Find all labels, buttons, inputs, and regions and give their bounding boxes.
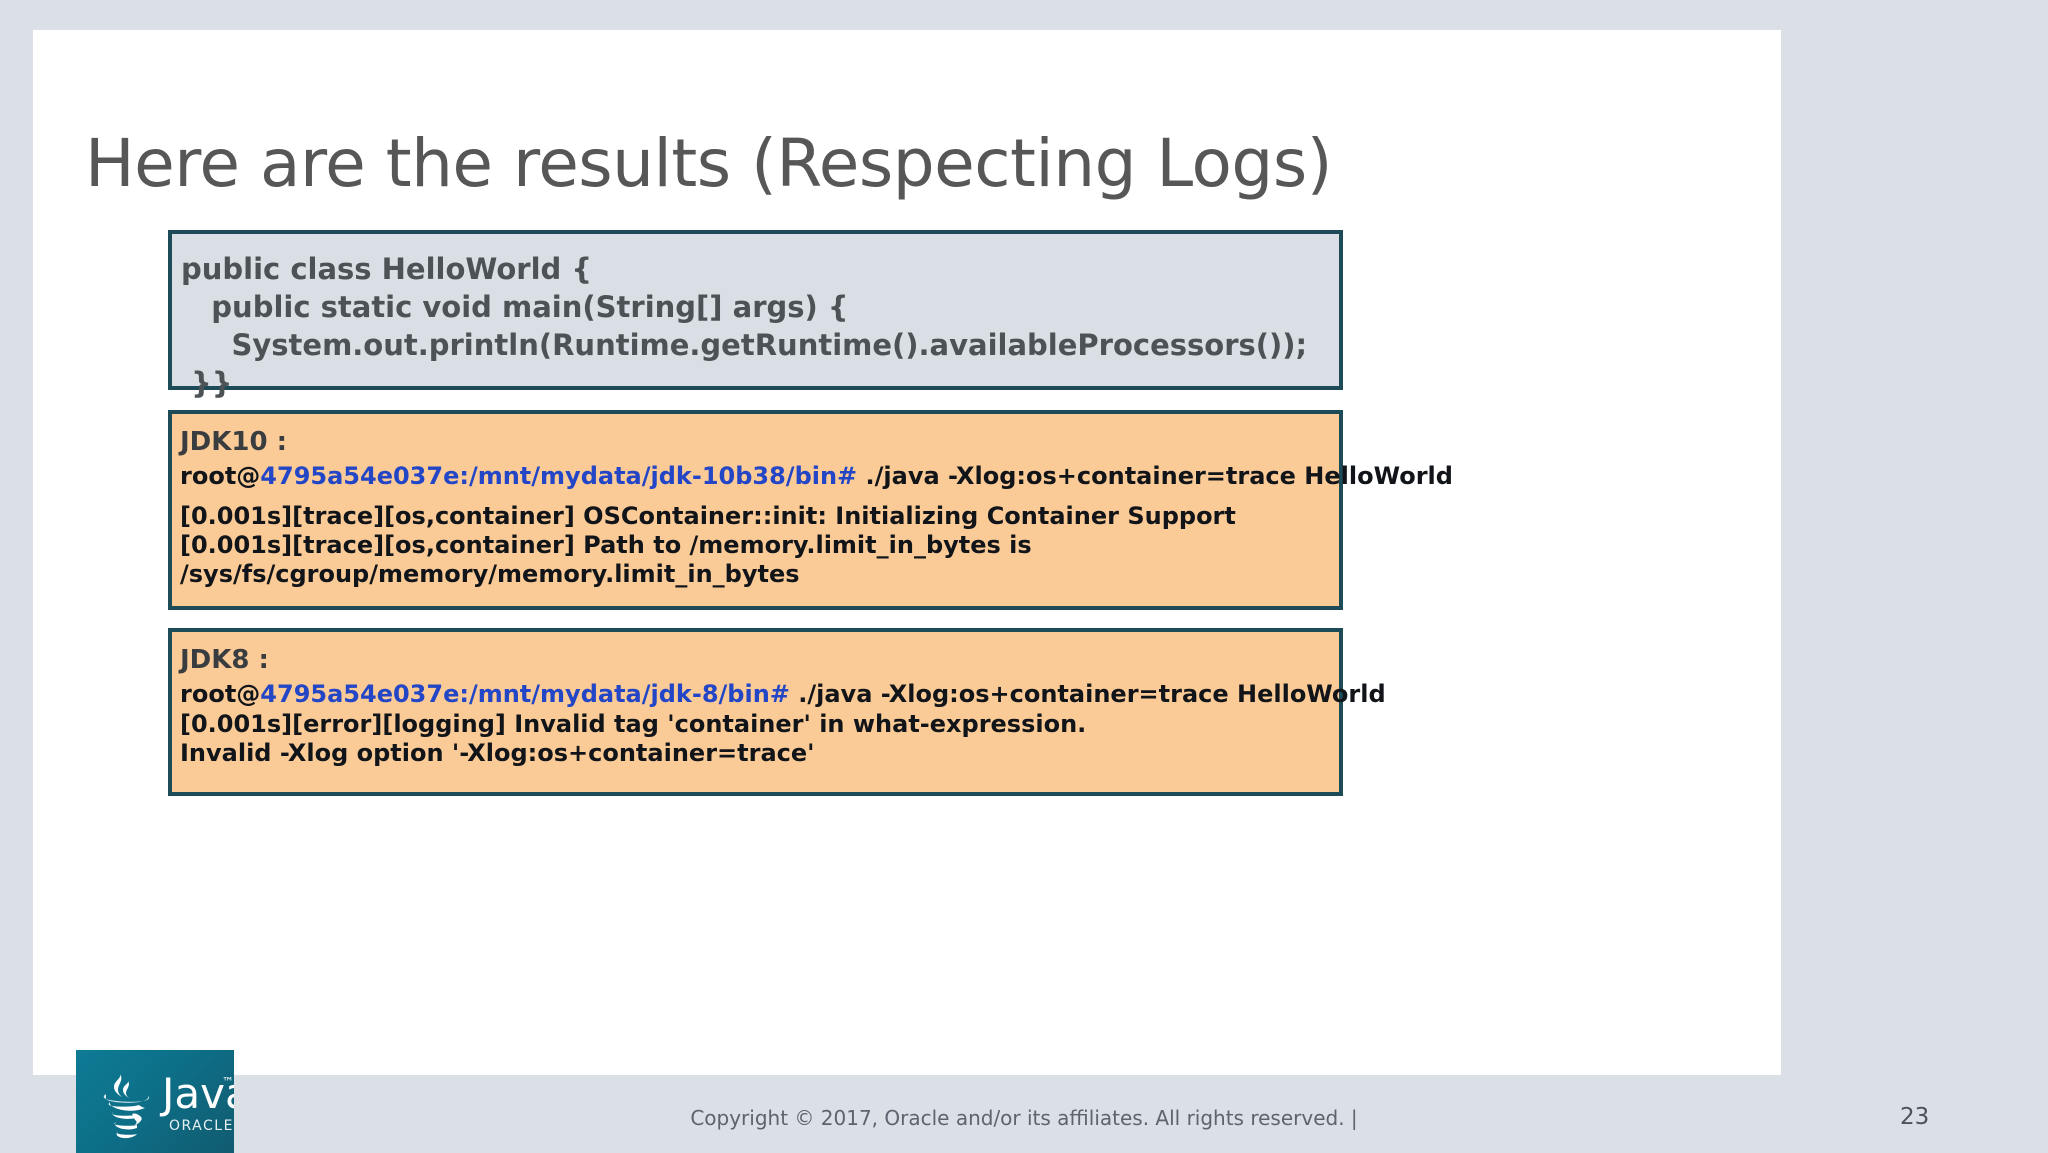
svg-text:ORACLE: ORACLE [169,1118,234,1134]
java-logo: Java ™ ORACLE [76,1050,234,1153]
slide-number: 23 [1900,1104,1930,1130]
jdk8-output: [0.001s][error][logging] Invalid tag 'co… [180,710,1087,767]
svg-text:Java: Java [159,1069,234,1118]
jdk8-prompt-host: 4795a54e037e:/mnt/mydata/jdk-8/bin# [260,680,790,708]
slide-canvas: Here are the results (Respecting Logs) p… [33,30,1781,1075]
java-oracle-logo-icon: Java ™ ORACLE [103,1069,234,1139]
jdk8-prompt-user: root@ [180,680,261,708]
jdk10-prompt-host: 4795a54e037e:/mnt/mydata/jdk-10b38/bin# [260,462,858,490]
jdk10-command-line: root@4795a54e037e:/mnt/mydata/jdk-10b38/… [180,460,1453,492]
jdk8-terminal-block: JDK8 : root@4795a54e037e:/mnt/mydata/jdk… [168,628,1386,796]
svg-text:™: ™ [222,1075,234,1089]
java-code-text: public class HelloWorld { public static … [181,252,1308,400]
jdk8-command-line: root@4795a54e037e:/mnt/mydata/jdk-8/bin#… [180,678,1386,710]
jdk10-prompt-user: root@ [180,462,261,490]
footer-copyright: Copyright © 2017, Oracle and/or its affi… [690,1106,1358,1130]
jdk10-output: [0.001s][trace][os,container] OSContaine… [180,502,1236,588]
jdk10-heading: JDK10 : [180,427,288,457]
java-code-block: public class HelloWorld { public static … [168,230,1343,400]
jdk10-command: ./java -Xlog:os+container=trace HelloWor… [857,462,1453,490]
page-title: Here are the results (Respecting Logs) [85,125,1332,202]
jdk10-terminal-block: JDK10 : root@4795a54e037e:/mnt/mydata/jd… [168,410,1453,610]
jdk8-command: ./java -Xlog:os+container=trace HelloWor… [789,680,1386,708]
jdk8-heading: JDK8 : [180,645,269,675]
jdk10-spacer [180,492,1331,502]
